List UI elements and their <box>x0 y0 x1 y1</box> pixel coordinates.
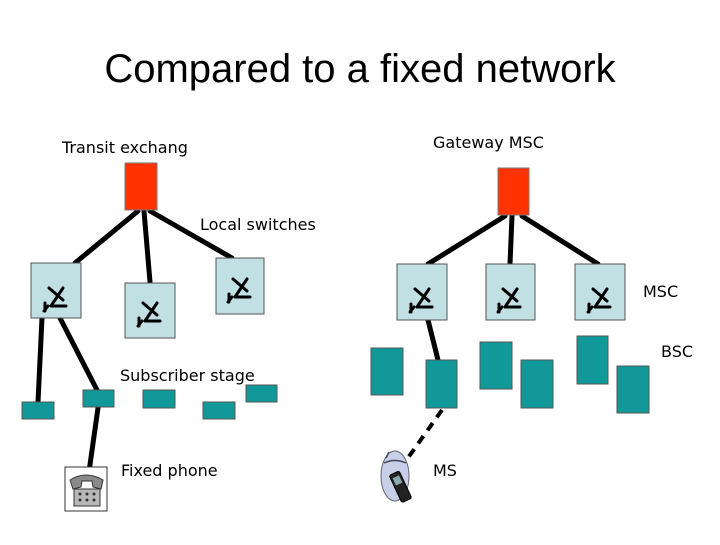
slide-title: Compared to a fixed network <box>104 47 616 91</box>
subscriber-unit-1 <box>21 401 55 420</box>
line-transit-to-switch-2 <box>141 208 153 285</box>
subscriber-stage-label: Subscriber stage <box>120 366 255 385</box>
fixed-connections <box>35 208 235 503</box>
msc-node-3 <box>574 263 626 321</box>
gateway-msc-label: Gateway MSC <box>433 133 544 152</box>
bsc-unit-3 <box>479 341 513 390</box>
mobile-station-label: MS <box>433 461 457 480</box>
fixed-network: Transit exchang Local switches <box>21 138 316 512</box>
local-switches-label: Local switches <box>200 215 316 234</box>
switch-icon <box>226 277 252 304</box>
line-transit-to-switch-3 <box>147 208 235 261</box>
bsc-unit-1 <box>370 347 404 396</box>
line-switch-to-subscriber-2 <box>57 315 100 393</box>
line-switch-to-subscriber-1 <box>35 315 45 405</box>
mobile-phone-icon <box>380 450 412 503</box>
line-transit-to-switch-1 <box>72 208 141 266</box>
bsc-unit-2 <box>425 359 458 409</box>
msc-node-1 <box>396 263 448 321</box>
msc-node-2 <box>485 263 536 321</box>
bsc-unit-5 <box>576 335 609 385</box>
bsc-label: BSC <box>661 342 693 361</box>
subscriber-unit-3 <box>142 389 176 409</box>
line-gateway-to-msc-1 <box>425 213 508 267</box>
switch-icon <box>136 301 162 328</box>
switch-icon <box>42 286 68 313</box>
subscriber-unit-4 <box>202 401 236 420</box>
transit-exchange-node <box>124 162 158 211</box>
switch-icon <box>496 287 522 314</box>
fixed-phone-label: Fixed phone <box>121 461 218 480</box>
mobile-connections <box>425 213 601 363</box>
local-switch-2 <box>124 282 176 339</box>
switch-icon <box>408 287 434 314</box>
subscriber-unit-2 <box>82 389 115 408</box>
radio-link-dashed <box>403 408 444 464</box>
mobile-network: Gateway MSC MSC BSC <box>370 133 693 503</box>
bsc-unit-6 <box>616 365 650 414</box>
line-gateway-to-msc-2 <box>507 213 515 267</box>
local-switch-1 <box>30 262 82 319</box>
msc-label: MSC <box>643 282 678 301</box>
fixed-phone-icon <box>64 466 108 512</box>
line-gateway-to-msc-3 <box>519 213 601 267</box>
gateway-msc-node <box>497 167 530 216</box>
transit-exchange-label: Transit exchang <box>61 138 188 157</box>
line-msc-to-bsc <box>425 317 441 363</box>
bsc-unit-4 <box>520 359 554 409</box>
local-switch-3 <box>215 257 265 315</box>
switch-icon <box>586 287 612 314</box>
subscriber-unit-5 <box>245 384 278 403</box>
